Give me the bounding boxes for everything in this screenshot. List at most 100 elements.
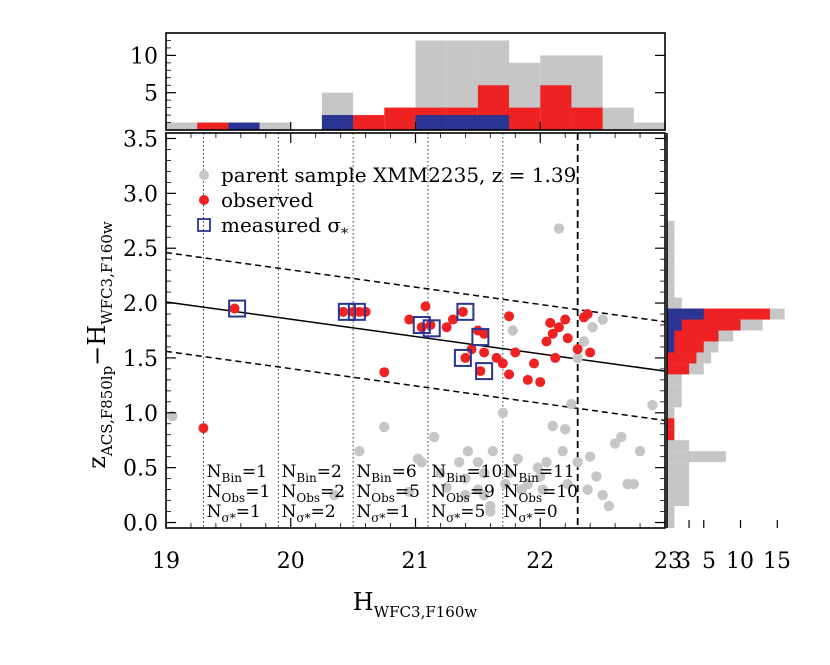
observed-point	[541, 336, 552, 347]
observed-point	[447, 314, 458, 325]
top-histogram-bar-observed	[353, 115, 385, 130]
right-histogram-bar-measured	[667, 330, 675, 342]
observed-point	[585, 347, 596, 358]
right-histogram-bar-observed	[667, 319, 741, 331]
bin-annotation-value: =2	[317, 462, 342, 482]
parent-sample-point	[460, 473, 471, 484]
bin-annotation-value: =9	[470, 482, 495, 502]
bin-annotation-subscript: Bin	[518, 471, 539, 485]
legend-measured-subscript: *	[341, 226, 348, 242]
top-histogram-bar-parent	[602, 107, 634, 130]
bin-annotation-symbol: N	[282, 462, 297, 482]
bin-annotation-subscript: Obs	[446, 491, 470, 505]
parent-sample-point	[478, 489, 490, 501]
measured-sigma-marker	[456, 302, 475, 321]
parent-sample-point	[532, 462, 543, 473]
bin-annotation-subscript: Obs	[296, 491, 320, 505]
observed-point	[550, 352, 561, 363]
bin-annotation-row: NObs=5	[356, 482, 420, 505]
observed-point	[582, 309, 593, 320]
parent-sample-point	[503, 467, 515, 479]
parent-sample-point	[354, 445, 365, 457]
parent-sample-point	[572, 352, 583, 364]
legend-measured-text: measured σ	[221, 213, 341, 237]
bin-annotation-value: =1	[236, 502, 261, 522]
parent-sample-point	[535, 471, 546, 482]
bin-annotation-row: NBin=6	[356, 462, 416, 485]
observed-point	[545, 317, 556, 328]
right-histogram-bar-parent	[667, 517, 675, 528]
right-histogram-bar-parent	[667, 286, 675, 298]
y-tick-label: 1.5	[123, 347, 158, 372]
observed-point	[416, 322, 427, 333]
right-histogram-bar-parent	[667, 275, 675, 287]
parent-sample-point	[537, 484, 548, 495]
bin-annotation-value: =0	[533, 502, 558, 522]
parent-sample-point	[429, 431, 440, 443]
parent-sample-point	[603, 500, 615, 512]
parent-sample-point	[379, 421, 390, 433]
y-axis-label-main: −H	[83, 325, 111, 366]
observed-point	[535, 377, 546, 388]
right-histogram-bar-observed	[667, 341, 704, 353]
top-histogram-bar-measured	[477, 115, 510, 130]
right-histogram-bar-parent	[667, 220, 675, 232]
top-histogram: 510	[130, 32, 666, 131]
parent-sample-point	[578, 336, 590, 347]
right-histogram-bar-measured	[667, 308, 704, 320]
observed-point	[229, 303, 240, 314]
x-axis-label: HWFC3,F160w	[353, 588, 478, 621]
top-histogram-bar-parent	[259, 122, 291, 130]
bin-annotation-subscript: Obs	[222, 491, 246, 505]
bin-annotation-symbol: N	[431, 462, 446, 482]
bin-annotation-row: NObs=10	[504, 482, 578, 505]
right-histogram-x-tick-label: 15	[763, 549, 791, 574]
observed-point	[504, 311, 515, 322]
parent-sample-point	[609, 438, 621, 449]
parent-sample-point	[566, 398, 577, 410]
bin-annotation-symbol: N	[356, 482, 371, 502]
measured-sigma-marker	[337, 302, 356, 321]
parent-sample-point	[485, 500, 496, 512]
measured-sigma-marker	[347, 302, 366, 321]
measured-sigma-marker	[471, 328, 490, 347]
observed-point	[479, 347, 490, 358]
parent-sample-point	[167, 410, 178, 422]
measured-sigma-marker	[475, 362, 494, 381]
measured-sigma-marker	[422, 319, 441, 338]
y-tick-label: 2.0	[123, 292, 158, 317]
y-axis-label-subscript: ACS,F850lp	[98, 366, 116, 457]
legend-measured-marker	[197, 218, 211, 232]
parent-sample-point	[329, 489, 340, 501]
scatter-envelope-line	[165, 350, 666, 422]
top-histogram-bar-observed	[509, 107, 541, 130]
observed-point	[404, 314, 415, 325]
legend-parent-marker	[199, 170, 209, 180]
parent-sample-point	[460, 489, 471, 501]
observed-point	[553, 322, 564, 333]
top-histogram-bar-parent	[166, 122, 198, 130]
right-histogram-bar-observed	[667, 330, 719, 342]
right-histogram-bar-parent	[667, 396, 682, 408]
bin-annotation-subscript: σ*	[446, 511, 460, 525]
right-histogram-bar-parent	[667, 385, 682, 397]
bin-annotation-symbol: N	[207, 462, 222, 482]
parent-sample-point	[647, 399, 658, 411]
bin-annotation-value: =6	[392, 462, 417, 482]
y-tick-label: 0.5	[123, 457, 158, 482]
bin-annotation-row: NBin=11	[504, 462, 575, 485]
observed-point	[420, 301, 431, 312]
right-histogram-bar-parent	[667, 253, 675, 265]
right-histogram-bar-parent	[667, 484, 690, 496]
parent-sample-point	[582, 484, 593, 495]
observed-point	[198, 423, 209, 434]
bin-annotation-subscript: Bin	[222, 471, 243, 485]
parent-sample-point	[557, 445, 568, 457]
measured-sigma-marker	[412, 316, 431, 335]
parent-sample-point	[478, 467, 490, 479]
parent-sample-point	[435, 467, 446, 479]
bin-annotation-value: =10	[542, 482, 578, 502]
